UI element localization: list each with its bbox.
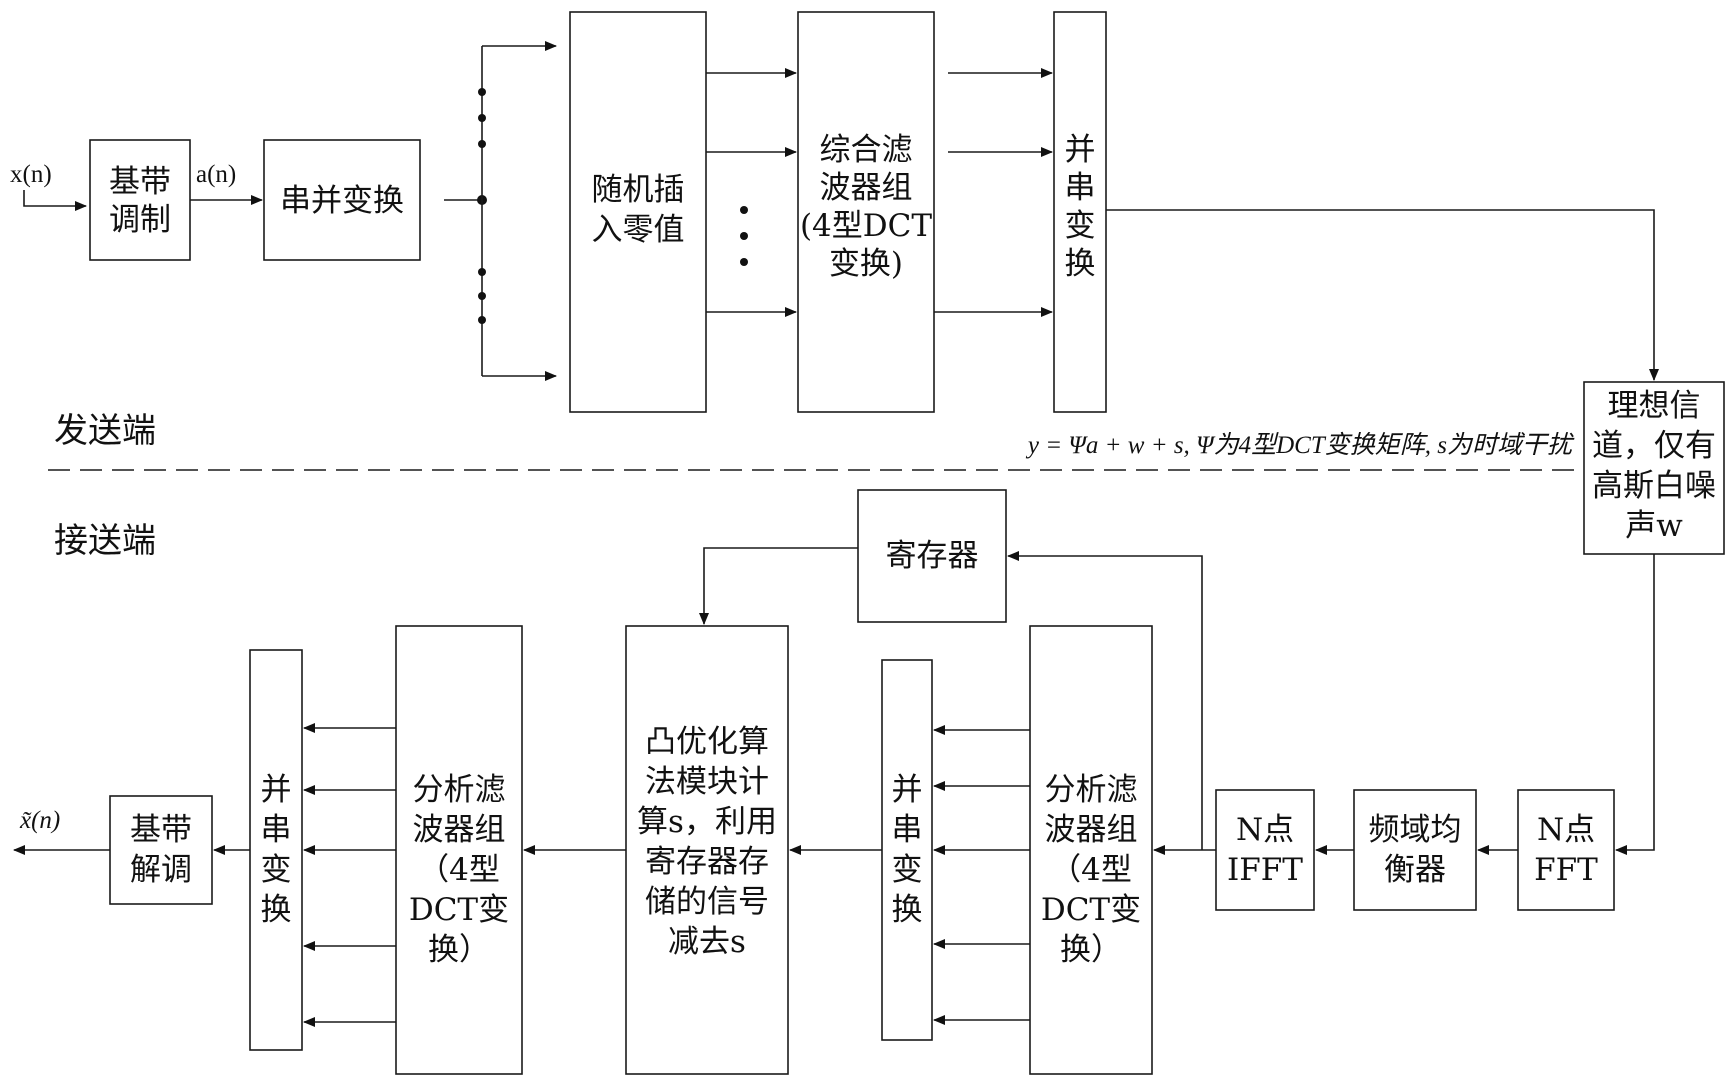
convex-line-2: 法模块计	[645, 764, 769, 800]
convex-line-5: 储的信号	[645, 884, 769, 920]
register-to-convex-arrow	[704, 548, 858, 624]
synthesis-line-2: 波器组	[820, 170, 913, 206]
channel-formula: y = Ψa + w + s, Ψ为4型DCT变换矩阵, s为时域干扰	[1025, 431, 1575, 459]
ellipsis-dot	[740, 232, 748, 240]
analysis2-line-2: 波器组	[413, 812, 506, 848]
ps-tx-line-2: 串	[1065, 170, 1096, 206]
register-line-1: 寄存器	[886, 538, 979, 574]
ps-rx1-line-1: 并	[892, 772, 923, 808]
ps-rx2-line-4: 换	[261, 892, 292, 928]
ellipsis-dot	[478, 88, 486, 96]
baseband-demodulation-block: 基带 解调	[110, 796, 212, 904]
parallel-serial-tx-block: 并 串 变 换	[1054, 12, 1106, 412]
ps-rx2-line-3: 变	[261, 852, 292, 888]
ellipsis-dot	[740, 258, 748, 266]
synthesis-line-4: 变换)	[829, 246, 903, 282]
baseband-modulation-block: 基带 调制	[90, 140, 190, 260]
analysis-filter-bank-1-block: 分析滤 波器组 （4型 DCT变 换）	[1030, 626, 1152, 1074]
equalizer-line-2: 衡器	[1384, 852, 1446, 888]
analysis2-line-4: DCT变	[409, 892, 509, 928]
a-signal-label: a(n)	[196, 161, 236, 188]
ellipsis-dot	[478, 140, 486, 148]
analysis2-line-1: 分析滤	[413, 772, 506, 808]
ellipsis-dot	[478, 268, 486, 276]
analysis1-line-4: DCT变	[1041, 892, 1141, 928]
tx-to-channel-arrow	[1106, 210, 1654, 380]
ifft-line-2: IFFT	[1227, 852, 1303, 888]
ellipsis-dot	[478, 114, 486, 122]
analysis1-line-5: 换）	[1060, 932, 1122, 968]
fft-line-1: N点	[1537, 812, 1595, 848]
frequency-equalizer-block: 频域均 衡器	[1354, 790, 1476, 910]
serial-parallel-block: 串并变换	[264, 140, 420, 260]
ellipsis-dot	[740, 206, 748, 214]
ps-rx2-line-1: 并	[261, 772, 292, 808]
ellipsis-dot	[478, 316, 486, 324]
demod-line-2: 解调	[130, 852, 192, 888]
random-insert-line-1: 随机插	[592, 172, 685, 208]
input-signal-label: x(n)	[10, 161, 52, 188]
analysis1-line-3: （4型	[1050, 852, 1132, 888]
channel-line-1: 理想信	[1608, 388, 1701, 424]
ps-rx1-line-4: 换	[892, 892, 923, 928]
register-block: 寄存器	[858, 490, 1006, 622]
synthesis-filter-bank-block: 综合滤 波器组 (4型DCT 变换)	[798, 12, 934, 412]
equalizer-line-1: 频域均	[1369, 812, 1462, 848]
ideal-channel-block: 理想信 道，仅有 高斯白噪 声w	[1584, 382, 1724, 554]
analysis1-line-1: 分析滤	[1045, 772, 1138, 808]
fft-line-2: FFT	[1534, 852, 1598, 888]
analysis2-line-5: 换）	[428, 932, 490, 968]
parallel-serial-rx2-block: 并 串 变 换	[250, 650, 302, 1050]
input-arrow	[24, 190, 86, 206]
parallel-serial-rx1-block: 并 串 变 换	[882, 660, 932, 1040]
synthesis-line-1: 综合滤	[820, 132, 913, 168]
convex-line-6: 减去s	[668, 924, 746, 960]
ps-rx2-line-2: 串	[261, 812, 292, 848]
synthesis-line-3: (4型DCT	[800, 208, 932, 244]
fft-block: N点 FFT	[1518, 790, 1614, 910]
ps-rx1-line-3: 变	[892, 852, 923, 888]
ifft-line-1: N点	[1236, 812, 1294, 848]
convex-optimization-block: 凸优化算 法模块计 算s，利用 寄存器存 储的信号 减去s	[626, 626, 788, 1074]
convex-line-3: 算s，利用	[637, 804, 777, 840]
sp-line-1: 串并变换	[280, 183, 404, 219]
channel-line-3: 高斯白噪	[1592, 468, 1716, 504]
receiver-section-label: 接送端	[54, 521, 156, 561]
random-zero-insert-block: 随机插 入零值	[570, 12, 706, 412]
modulation-line-1: 基带	[109, 164, 171, 200]
ps-tx-line-4: 换	[1065, 246, 1096, 282]
channel-line-2: 道，仅有	[1592, 428, 1716, 464]
analysis2-line-3: （4型	[418, 852, 500, 888]
convex-line-4: 寄存器存	[645, 844, 769, 880]
channel-line-4: 声w	[1625, 508, 1683, 544]
analysis-filter-bank-2-block: 分析滤 波器组 （4型 DCT变 换）	[396, 626, 522, 1074]
convex-line-1: 凸优化算	[645, 724, 769, 760]
demod-line-1: 基带	[130, 812, 192, 848]
analysis1-line-2: 波器组	[1045, 812, 1138, 848]
ps-tx-line-1: 并	[1065, 132, 1096, 168]
output-signal-label: x̃(n)	[19, 807, 60, 834]
channel-to-fft-arrow	[1616, 554, 1654, 850]
ps-rx1-line-2: 串	[892, 812, 923, 848]
ellipsis-dot	[478, 292, 486, 300]
ps-tx-line-3: 变	[1065, 208, 1096, 244]
modulation-line-2: 调制	[109, 202, 171, 238]
ifft-block: N点 IFFT	[1216, 790, 1314, 910]
transmitter-section-label: 发送端	[54, 411, 156, 451]
random-insert-line-2: 入零值	[592, 212, 685, 248]
